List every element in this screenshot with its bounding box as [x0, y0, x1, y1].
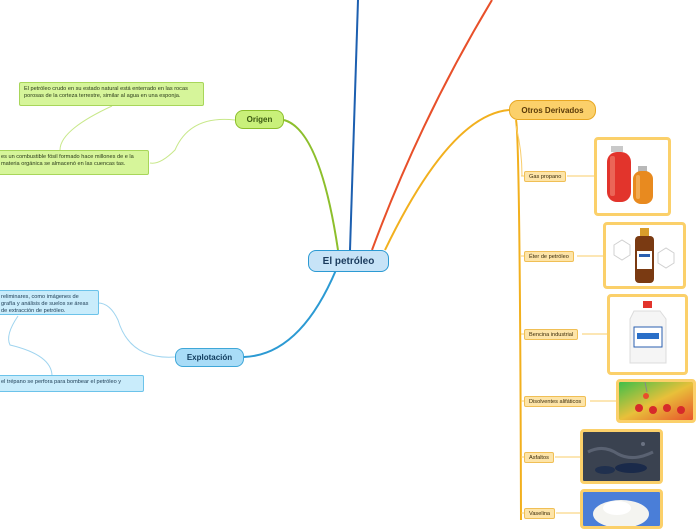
- leaf-bencina-industrial[interactable]: Bencina industrial: [524, 329, 579, 340]
- vaseline-image: [580, 489, 663, 529]
- leaf-asfaltos-label: Asfaltos: [529, 454, 549, 461]
- origen-note-2-text: es un combustible fósil formado hace mil…: [1, 154, 134, 167]
- ether-bottle-image: [603, 222, 686, 289]
- leaf-gas-propano-label: Gas propano: [529, 173, 562, 180]
- leaf-eter-petroleo[interactable]: Éter de petróleo: [524, 251, 574, 262]
- leaf-vaselina-label: Vaselina: [529, 510, 551, 517]
- explotacion-note-2[interactable]: el trépano se perfora para bombear el pe…: [0, 375, 144, 392]
- topic-otros-derivados[interactable]: Otros Derivados: [509, 100, 596, 120]
- origen-note-1[interactable]: El petróleo crudo en su estado natural e…: [19, 82, 204, 106]
- origen-note-2[interactable]: es un combustible fósil formado hace mil…: [0, 150, 149, 175]
- leaf-gas-propano[interactable]: Gas propano: [524, 171, 567, 182]
- central-topic-label: El petróleo: [322, 255, 375, 267]
- topic-origen-label: Origen: [246, 115, 273, 124]
- asphalt-image: [580, 429, 663, 484]
- topic-explotacion-label: Explotación: [186, 353, 233, 362]
- topic-otros-derivados-label: Otros Derivados: [521, 105, 584, 115]
- leaf-eter-petroleo-label: Éter de petróleo: [529, 253, 569, 260]
- topic-explotacion[interactable]: Explotación: [175, 348, 244, 367]
- solvent-drops-image: [616, 379, 696, 423]
- gas-cylinders-image: [594, 137, 671, 216]
- leaf-bencina-industrial-label: Bencina industrial: [529, 331, 574, 338]
- explotacion-note-1-text: reliminares, como imágenes de grafía y a…: [1, 294, 89, 314]
- leaf-vaselina[interactable]: Vaselina: [524, 508, 556, 519]
- leaf-disolventes-alifaticos[interactable]: Disolventes alifáticos: [524, 396, 587, 407]
- central-topic[interactable]: El petróleo: [308, 250, 389, 272]
- leaf-asfaltos[interactable]: Asfaltos: [524, 452, 554, 463]
- origen-note-1-text: El petróleo crudo en su estado natural e…: [24, 86, 188, 99]
- bencina-bottle-image: [607, 294, 688, 375]
- leaf-disolventes-alifaticos-label: Disolventes alifáticos: [529, 398, 582, 405]
- topic-origen[interactable]: Origen: [235, 110, 284, 129]
- explotacion-note-1[interactable]: reliminares, como imágenes de grafía y a…: [0, 290, 99, 315]
- explotacion-note-2-text: el trépano se perfora para bombear el pe…: [1, 379, 122, 385]
